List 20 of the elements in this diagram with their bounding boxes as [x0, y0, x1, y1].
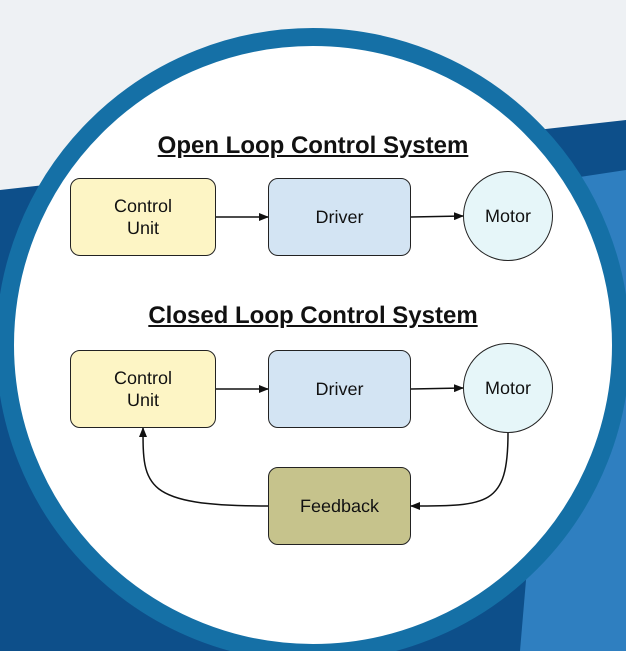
- node-label: Control Unit: [112, 367, 174, 411]
- node-label: Motor: [484, 377, 531, 399]
- arrow: [216, 385, 269, 393]
- process-box: [70, 178, 216, 256]
- process-box: [268, 350, 411, 428]
- process-box: [70, 350, 216, 428]
- arrow: [216, 213, 269, 221]
- node-label: Motor: [484, 205, 531, 227]
- node-label: Driver: [316, 206, 364, 228]
- arrow: [410, 212, 464, 220]
- process-box: [268, 467, 411, 545]
- section-heading: Closed Loop Control System: [148, 301, 478, 331]
- arrow: [410, 384, 464, 392]
- node-label: Control Unit: [112, 195, 174, 239]
- section-heading: Open Loop Control System: [158, 131, 468, 161]
- node-label: Feedback: [300, 495, 380, 517]
- arrow: [410, 432, 509, 510]
- node-label: Driver: [316, 378, 364, 400]
- arrow: [139, 427, 268, 507]
- process-box: [268, 178, 411, 256]
